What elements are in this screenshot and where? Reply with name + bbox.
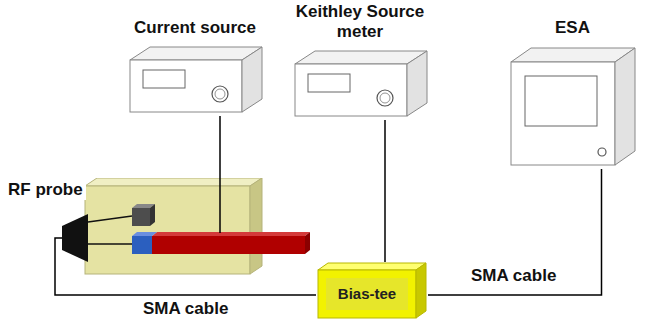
instrument-label: Keithley Source meter bbox=[290, 2, 430, 42]
cable-label: SMA cable bbox=[140, 299, 231, 319]
instrument-node: ESA bbox=[505, 18, 640, 169]
cable-label: SMA cable bbox=[468, 266, 559, 286]
cable-line bbox=[55, 278, 316, 295]
instrument-label: ESA bbox=[555, 18, 590, 38]
instrument-node: Keithley Source meter bbox=[290, 2, 430, 120]
instrument-icon bbox=[125, 44, 265, 116]
instrument-label: RF probe bbox=[5, 180, 86, 200]
cable-line bbox=[219, 116, 221, 178]
device-board: RF probe bbox=[50, 178, 312, 278]
cable-line bbox=[384, 120, 386, 262]
cable-line bbox=[428, 169, 602, 295]
bias-tee: Bias-tee bbox=[316, 262, 428, 320]
instrument-icon bbox=[290, 48, 430, 120]
chip-board-illustration bbox=[50, 178, 312, 278]
instrument-node: Current source bbox=[120, 18, 270, 116]
instrument-label: Current source bbox=[134, 18, 256, 38]
box-label: Bias-tee bbox=[318, 270, 416, 318]
analyzer-icon bbox=[507, 44, 639, 169]
